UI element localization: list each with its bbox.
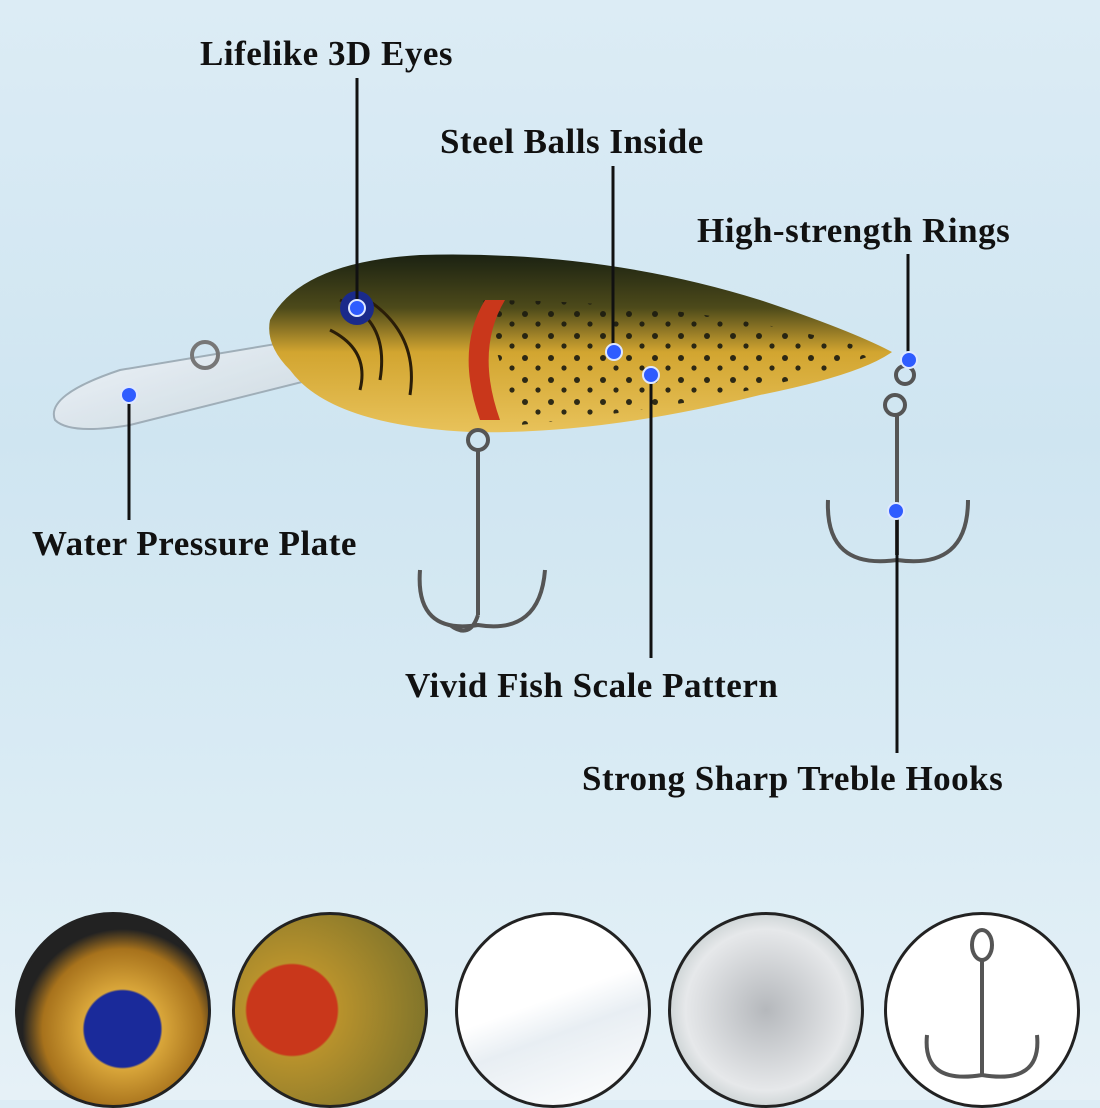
callout-eyes: Lifelike 3D Eyes bbox=[200, 34, 453, 73]
callout-hooks: Strong Sharp Treble Hooks bbox=[582, 759, 1004, 798]
callout-dots bbox=[120, 299, 918, 520]
callout-lines bbox=[127, 78, 910, 753]
detail-scale-pattern bbox=[232, 912, 428, 1108]
callout-plate: Water Pressure Plate bbox=[32, 524, 357, 563]
callout-steel-balls: Steel Balls Inside bbox=[440, 122, 704, 161]
lure-body bbox=[269, 254, 893, 433]
callout-rings: High-strength Rings bbox=[697, 211, 1011, 250]
callout-pattern: Vivid Fish Scale Pattern bbox=[405, 666, 779, 705]
detail-eye bbox=[15, 912, 211, 1108]
detail-lip bbox=[455, 912, 651, 1108]
detail-hook bbox=[884, 912, 1080, 1108]
hook-icon bbox=[924, 928, 1040, 1079]
detail-steel-balls bbox=[668, 912, 864, 1108]
treble-hooks bbox=[417, 364, 970, 633]
